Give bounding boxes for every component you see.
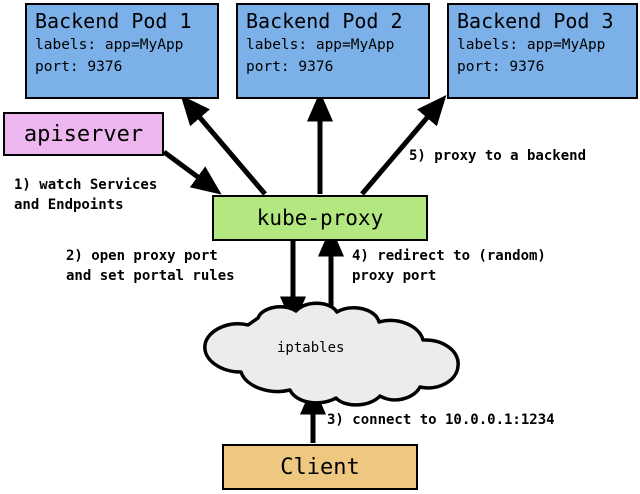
step-3-line-1: 3) connect to 10.0.0.1:1234 — [327, 412, 555, 428]
backend-pod-3-port: port: 9376 — [457, 59, 545, 75]
step-4-label: 4) redirect to (random) proxy port — [352, 246, 546, 286]
client-label: Client — [280, 454, 360, 480]
backend-pod-2-port: port: 9376 — [246, 59, 334, 75]
step-2-label: 2) open proxy port and set portal rules — [66, 246, 235, 286]
kube-proxy-label: kube-proxy — [256, 206, 384, 230]
backend-pod-3-labels: labels: app=MyApp — [457, 37, 606, 53]
backend-pod-1-box[interactable]: Backend Pod 1 labels: app=MyApp port: 93… — [25, 3, 219, 99]
backend-pod-3-title: Backend Pod 3 — [457, 9, 614, 33]
backend-pod-2-box[interactable]: Backend Pod 2 labels: app=MyApp port: 93… — [236, 3, 430, 99]
apiserver-label: apiserver — [23, 121, 144, 147]
step-3-label: 3) connect to 10.0.0.1:1234 — [327, 410, 555, 430]
backend-pod-1-port: port: 9376 — [35, 59, 123, 75]
step-2-line-2: and set portal rules — [66, 268, 235, 284]
backend-pod-2-title: Backend Pod 2 — [246, 9, 403, 33]
step-4-line-1: 4) redirect to (random) — [352, 248, 546, 264]
kube-proxy-box[interactable]: kube-proxy — [212, 195, 428, 241]
arrow-apiserver-to-kubeproxy — [162, 149, 222, 195]
step-1-line-2: and Endpoints — [14, 197, 124, 213]
apiserver-box[interactable]: apiserver — [3, 112, 164, 156]
step-2-line-1: 2) open proxy port — [66, 248, 218, 264]
step-5-label: 5) proxy to a backend — [409, 146, 586, 166]
arrow-kubeproxy-to-pod3 — [360, 94, 447, 196]
backend-pod-2-labels: labels: app=MyApp — [246, 37, 395, 53]
backend-pod-3-box[interactable]: Backend Pod 3 labels: app=MyApp port: 93… — [447, 3, 638, 99]
iptables-cloud-shape — [203, 301, 460, 407]
step-4-line-2: proxy port — [352, 268, 437, 284]
step-1-line-1: 1) watch Services — [14, 177, 158, 193]
step-5-line-1: 5) proxy to a backend — [409, 148, 587, 164]
arrow-kubeproxy-to-pod1 — [180, 94, 267, 196]
iptables-label: iptables — [277, 340, 345, 356]
backend-pod-1-labels: labels: app=MyApp — [35, 37, 184, 53]
client-box[interactable]: Client — [222, 444, 418, 490]
step-1-label: 1) watch Services and Endpoints — [14, 175, 157, 215]
backend-pod-1-title: Backend Pod 1 — [35, 9, 192, 33]
